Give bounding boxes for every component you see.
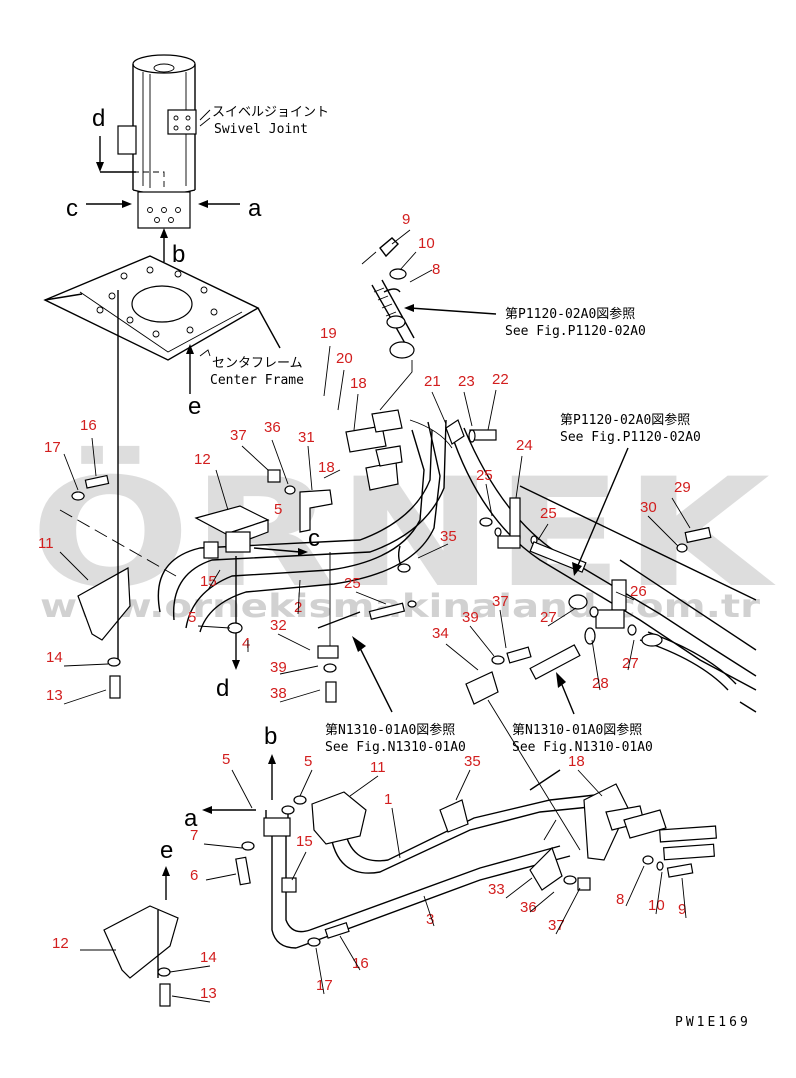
callout-10-top: 10 — [418, 235, 435, 252]
callout-17-bottom: 17 — [316, 977, 333, 994]
callout-18-c: 18 — [568, 753, 585, 770]
ref-n1310-right-en: See Fig.N1310-01A0 — [512, 740, 653, 755]
callout-17-mid: 17 — [44, 439, 61, 456]
callout-35-bottom: 35 — [464, 753, 481, 770]
callout-27-a: 27 — [540, 609, 557, 626]
callout-13-mid: 13 — [46, 687, 63, 704]
callout-33: 33 — [488, 881, 505, 898]
callout-8-top: 8 — [432, 261, 440, 278]
callout-12-mid: 12 — [194, 451, 211, 468]
swivel-joint-label-jp: スイベルジョイント — [212, 105, 329, 120]
callout-21: 21 — [424, 373, 441, 390]
leader-lines — [59, 229, 691, 1003]
drawing-code: PW1E169 — [675, 1015, 751, 1030]
view-label-e-bottom: e — [160, 837, 173, 864]
swivel-joint — [117, 54, 197, 229]
callout-22: 22 — [492, 371, 509, 388]
callout-39-b: 39 — [270, 659, 287, 676]
view-label-c-top: c — [66, 195, 78, 222]
callout-34: 34 — [432, 625, 449, 642]
callout-15-bottom: 15 — [296, 833, 313, 850]
ref-n1310-right-jp: 第N1310-01A0図参照 — [512, 722, 642, 738]
view-label-b-bottom: b — [264, 723, 277, 750]
watermark: ÖRNEK www.ornekismakinaland.com.tr — [30, 445, 776, 625]
callout-18-b: 18 — [318, 459, 335, 476]
callout-37-b: 37 — [492, 593, 509, 610]
ref-n1310-left-en: See Fig.N1310-01A0 — [325, 740, 466, 755]
callout-1: 1 — [384, 791, 392, 808]
callout-13-bottom: 13 — [200, 985, 217, 1002]
ref-n1310-left-jp: 第N1310-01A0図参照 — [325, 722, 455, 738]
callout-16-mid: 16 — [80, 417, 97, 434]
center-frame-label-en: Center Frame — [210, 373, 304, 388]
ref-p1120-right-en: See Fig.P1120-02A0 — [560, 430, 701, 445]
callout-19: 19 — [320, 325, 337, 342]
view-label-a-bottom: a — [184, 805, 198, 832]
right-hose-assembly: 第P1120-02A0図参照 See Fig.P1120-02A0 第N1310… — [409, 412, 757, 851]
center-frame: e センタフレーム Center Frame — [43, 255, 304, 420]
upper-hose-assembly: 第P1120-02A0図参照 See Fig.P1120-02A0 — [361, 237, 646, 411]
callout-5-a: 5 — [274, 501, 282, 518]
callout-16-bottom: 16 — [352, 955, 369, 972]
callout-18-a: 18 — [350, 375, 367, 392]
view-label-c-mid: c — [308, 525, 320, 552]
view-label-a-top: a — [248, 195, 262, 222]
callout-38: 38 — [270, 685, 287, 702]
callout-29: 29 — [674, 479, 691, 496]
callout-3: 3 — [426, 911, 434, 928]
callout-14-mid: 14 — [46, 649, 63, 666]
callout-28: 28 — [592, 675, 609, 692]
view-label-d-mid: d — [216, 675, 229, 702]
view-label-d-top: d — [92, 105, 105, 132]
callout-35-mid: 35 — [440, 528, 457, 545]
view-label-b-top: b — [172, 241, 185, 268]
watermark-main: ÖRNEK — [30, 445, 776, 621]
callout-14-bottom: 14 — [200, 949, 217, 966]
callout-9-bottom: 9 — [678, 901, 686, 918]
callout-30: 30 — [640, 499, 657, 516]
callout-5-d: 5 — [304, 753, 312, 770]
callout-11-bottom: 11 — [370, 759, 386, 776]
callout-20: 20 — [336, 350, 353, 367]
callout-23: 23 — [458, 373, 475, 390]
callout-12-bottom: 12 — [52, 935, 69, 952]
bottom-assembly: a b e PW1E169 — [103, 723, 751, 1030]
ref-p1120-top-jp: 第P1120-02A0図参照 — [505, 306, 635, 322]
callout-24: 24 — [516, 437, 533, 454]
callout-6: 6 — [190, 867, 198, 884]
callout-5-b: 5 — [188, 609, 196, 626]
callout-39-mid: 39 — [462, 609, 479, 626]
callout-36-mid: 36 — [264, 419, 281, 436]
center-frame-label-jp: センタフレーム — [212, 356, 303, 371]
callout-25-c: 25 — [344, 575, 361, 592]
view-arrows-top: d c a b スイベルジョイント Swivel Joint — [66, 105, 329, 268]
callout-27-b: 27 — [622, 655, 639, 672]
middle-assembly: c d 第N1310-01A0図参照 See Fig.N1310-01A0 — [59, 290, 466, 755]
callout-31: 31 — [298, 429, 315, 446]
callout-36-bottom: 36 — [520, 899, 537, 916]
callout-15-mid: 15 — [200, 573, 217, 590]
callout-4: 4 — [242, 635, 250, 652]
ref-p1120-right-jp: 第P1120-02A0図参照 — [560, 412, 690, 428]
callout-25-b: 25 — [540, 505, 557, 522]
callout-32: 32 — [270, 617, 287, 634]
callout-5-c: 5 — [222, 751, 230, 768]
callout-numbers: 9 10 8 19 20 18 21 23 22 16 17 37 36 31 … — [38, 211, 691, 1002]
callout-11-mid: 11 — [38, 535, 54, 552]
callout-37-mid: 37 — [230, 427, 247, 444]
view-label-e-top: e — [188, 393, 201, 420]
callout-10-bottom: 10 — [648, 897, 665, 914]
callout-25-a: 25 — [476, 467, 493, 484]
ref-p1120-top-en: See Fig.P1120-02A0 — [505, 324, 646, 339]
callout-9-top: 9 — [402, 211, 410, 228]
callout-7: 7 — [190, 827, 198, 844]
swivel-joint-label-en: Swivel Joint — [214, 122, 308, 137]
callout-26: 26 — [630, 583, 647, 600]
callout-8-bottom: 8 — [616, 891, 624, 908]
callout-37-bottom: 37 — [548, 917, 565, 934]
